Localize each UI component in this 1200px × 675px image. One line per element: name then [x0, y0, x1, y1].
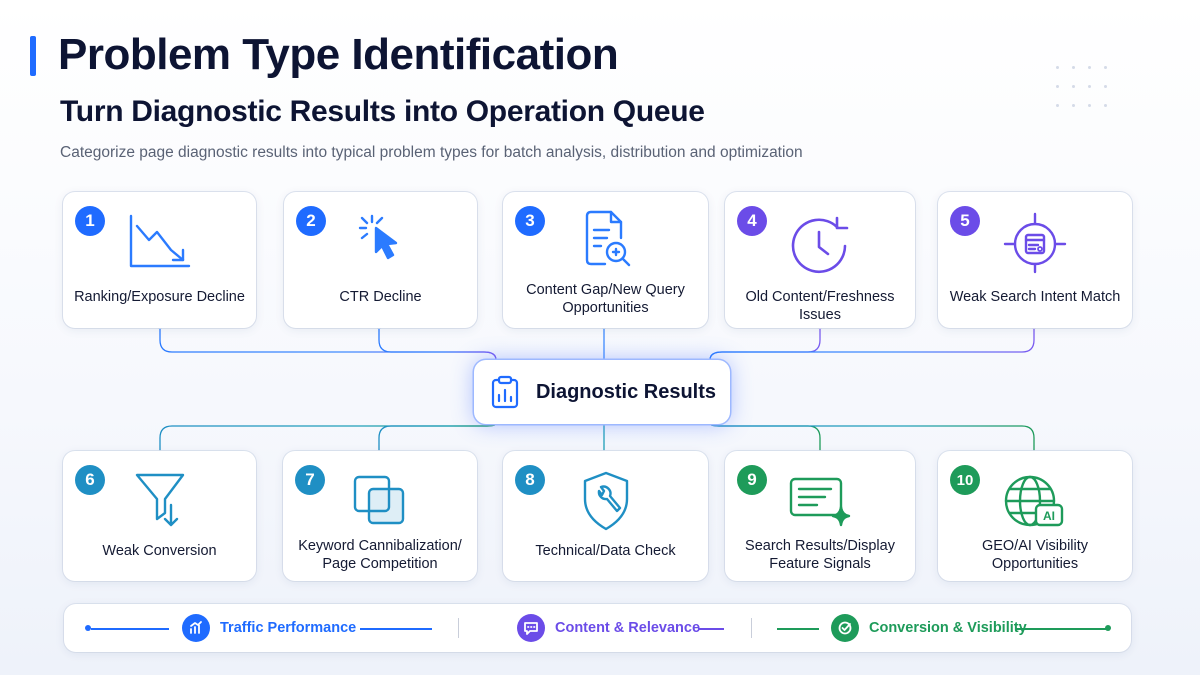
card-label: Weak Search Intent Match [949, 289, 1121, 305]
globe-ai-icon: AI [1000, 469, 1070, 533]
card-number-badge: 2 [296, 206, 326, 236]
card-number-badge: 5 [950, 206, 980, 236]
card-label: Keyword Cannibalization/ Page Competitio… [298, 538, 462, 572]
diagnostic-results-box[interactable]: Diagnostic Results [474, 360, 730, 424]
cursor-click-icon [346, 208, 416, 272]
legend-separator [458, 618, 459, 638]
card-number-badge: 6 [75, 465, 105, 495]
document-search-icon [571, 208, 641, 272]
target-icon [1000, 210, 1070, 274]
card-label: Old Content/Freshness Issues [745, 289, 895, 323]
shield-wrench-icon [571, 469, 641, 533]
card-label: Search Results/Display Feature Signals [745, 538, 895, 572]
legend-line [777, 628, 819, 630]
category-legend: Traffic Performance Content & Relevance … [64, 604, 1131, 652]
card-number-badge: 8 [515, 465, 545, 495]
legend-line [1016, 628, 1106, 630]
problem-card-2[interactable]: 2 CTR Decline [284, 192, 477, 328]
problem-card-10[interactable]: 10 AI GEO/AI Visibility Opportunities [938, 451, 1132, 581]
legend-line [360, 628, 432, 630]
ai-label: AI [1043, 509, 1055, 523]
legend-traffic-performance[interactable]: Traffic Performance [182, 614, 356, 642]
trend-down-icon [125, 208, 195, 272]
legend-label: Content & Relevance [555, 620, 701, 636]
legend-content-relevance[interactable]: Content & Relevance [517, 614, 700, 642]
serp-sparkle-icon [785, 469, 855, 533]
problem-card-9[interactable]: 9 Search Results/Display Feature Signals [725, 451, 915, 581]
problem-card-8[interactable]: 8 Technical/Data Check [503, 451, 708, 581]
target-check-icon [831, 614, 859, 642]
card-number-badge: 1 [75, 206, 105, 236]
card-number-badge: 7 [295, 465, 325, 495]
card-label: CTR Decline [339, 289, 422, 305]
problem-card-5[interactable]: 5 Weak Search Intent Match [938, 192, 1132, 328]
funnel-icon [125, 469, 195, 533]
card-label: GEO/AI Visibility Opportunities [981, 538, 1089, 572]
clock-refresh-icon [785, 214, 855, 278]
message-icon [517, 614, 545, 642]
decorative-dot-grid [1056, 66, 1120, 107]
legend-line [91, 628, 169, 630]
clipboard-chart-icon [491, 375, 519, 409]
legend-label: Traffic Performance [220, 620, 357, 636]
legend-line-left-dot [85, 625, 91, 631]
title-accent-bar [30, 36, 36, 76]
problem-card-4[interactable]: 4 Old Content/Freshness Issues [725, 192, 915, 328]
legend-separator [751, 618, 752, 638]
page-description: Categorize page diagnostic results into … [60, 144, 803, 161]
card-number-badge: 9 [737, 465, 767, 495]
problem-card-7[interactable]: 7 Keyword Cannibalization/ Page Competit… [283, 451, 477, 581]
legend-line [698, 628, 724, 630]
page-title: Problem Type Identification [58, 30, 619, 79]
legend-label: Conversion & Visibility [869, 620, 1027, 636]
problem-card-1[interactable]: 1 Ranking/Exposure Decline [63, 192, 256, 328]
card-label: Ranking/Exposure Decline [74, 289, 245, 305]
page-subtitle: Turn Diagnostic Results into Operation Q… [60, 95, 705, 128]
card-label: Technical/Data Check [535, 543, 676, 559]
legend-line-right-dot [1105, 625, 1111, 631]
legend-conversion-visibility[interactable]: Conversion & Visibility [831, 614, 1027, 642]
chart-up-icon [182, 614, 210, 642]
card-number-badge: 3 [515, 206, 545, 236]
problem-card-3[interactable]: 3 Content Gap/New Query Opportunities [503, 192, 708, 328]
diagnostic-results-label: Diagnostic Results [535, 380, 717, 403]
card-label: Content Gap/New Query Opportunities [526, 282, 685, 316]
card-label: Weak Conversion [102, 543, 217, 559]
card-number-badge: 10 [950, 465, 980, 495]
problem-card-6[interactable]: 6 Weak Conversion [63, 451, 256, 581]
overlap-squares-icon [345, 469, 415, 533]
card-number-badge: 4 [737, 206, 767, 236]
